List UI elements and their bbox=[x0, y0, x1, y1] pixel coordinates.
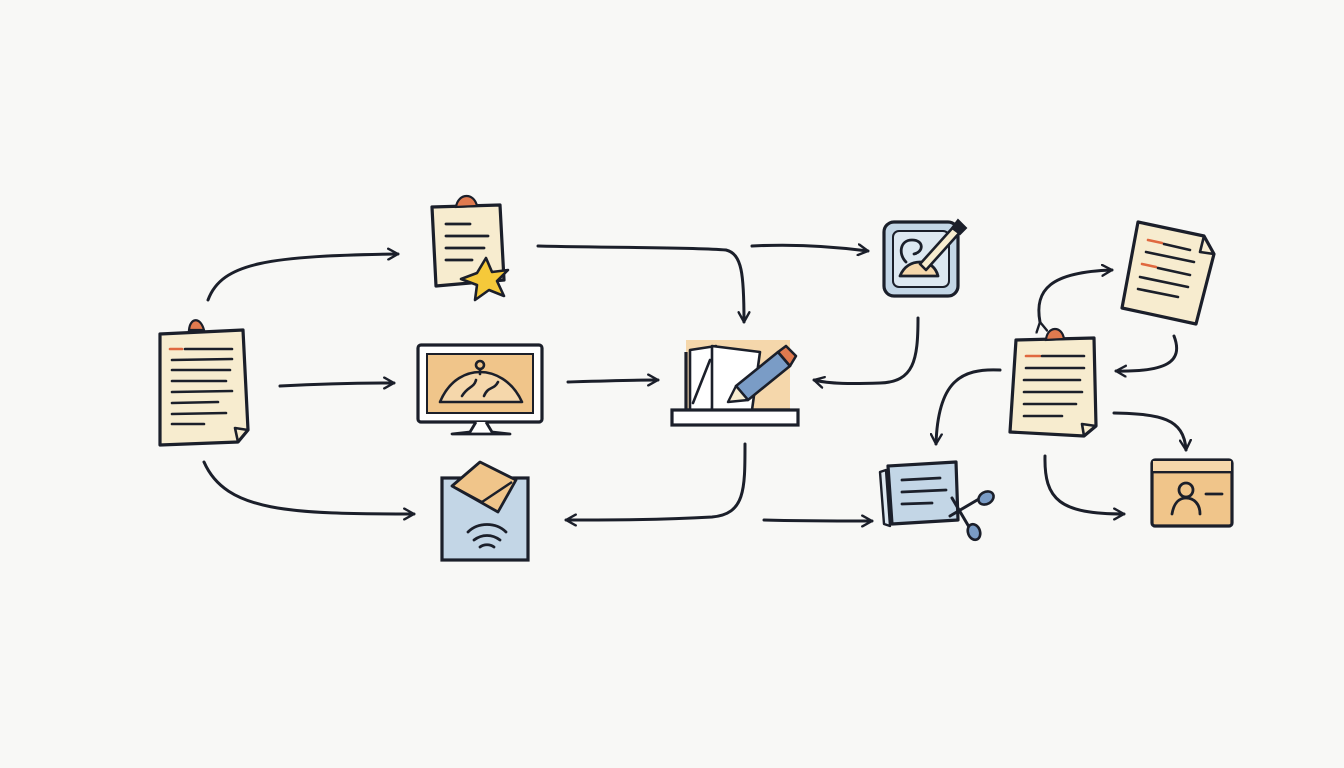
star-icon bbox=[459, 256, 510, 302]
arrow-source-to-mail bbox=[202, 460, 416, 514]
clipboard-hub-icon bbox=[1008, 327, 1098, 438]
arrow-to-edit-panel bbox=[750, 245, 870, 251]
pencil-icon bbox=[726, 344, 798, 404]
arrow-laptop-to-notes bbox=[762, 520, 874, 521]
laptop-pencil-icon bbox=[670, 340, 800, 427]
arrow-hub-to-report bbox=[1039, 270, 1114, 322]
arrow-starred-to-laptop bbox=[536, 244, 744, 324]
mail-inbox-icon bbox=[440, 460, 530, 562]
report-document-icon bbox=[1120, 220, 1216, 326]
arrow-hub-to-notes bbox=[936, 368, 1002, 446]
edges bbox=[202, 244, 1186, 521]
arrow-laptop-to-mail bbox=[564, 442, 747, 520]
scissors-icon bbox=[948, 490, 995, 542]
starred-clipboard-icon bbox=[430, 194, 510, 302]
monitor-icon bbox=[416, 343, 544, 436]
arrow-source-to-monitor bbox=[278, 383, 396, 386]
document-icon bbox=[158, 319, 250, 447]
arrow-source-to-starred bbox=[206, 254, 400, 302]
profile-card-icon bbox=[1150, 458, 1234, 528]
arrow-hub-to-profile-lower bbox=[1043, 454, 1126, 514]
arrow-report-to-hub bbox=[1114, 334, 1179, 371]
notes-scissors-icon bbox=[878, 460, 995, 542]
arrow-hub-to-profile bbox=[1112, 411, 1186, 452]
arrow-edit-panel-to-laptop bbox=[812, 316, 920, 384]
edit-panel-icon bbox=[882, 218, 968, 298]
arrow-monitor-to-laptop bbox=[566, 380, 660, 382]
